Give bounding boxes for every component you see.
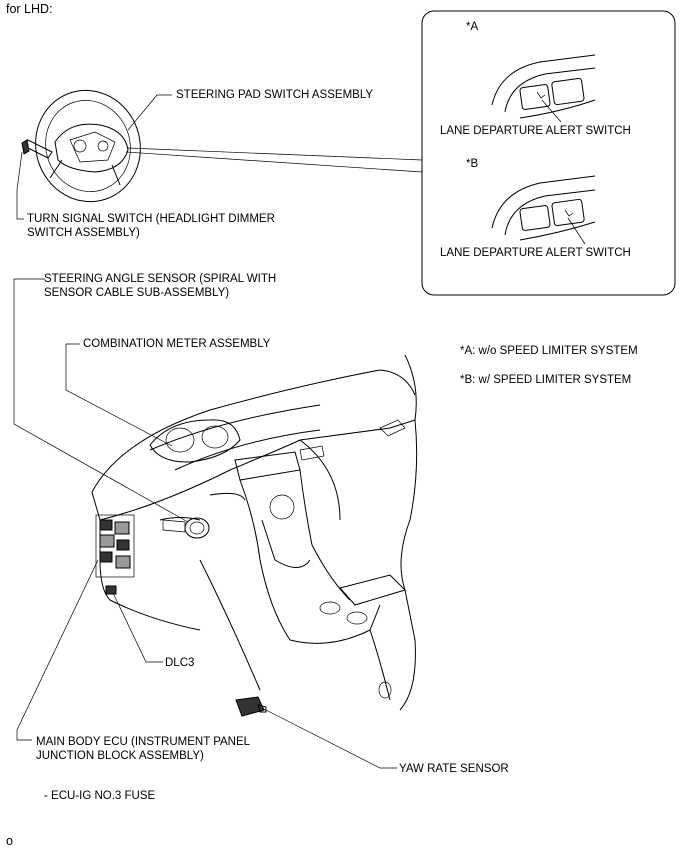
leader-main-body-ecu <box>16 559 99 741</box>
label-dlc3: DLC3 <box>165 657 195 669</box>
steering-wheel-illustration <box>21 89 141 203</box>
note-a: *A: w/o SPEED LIMITER SYSTEM <box>460 345 638 357</box>
dashboard-illustration <box>91 354 418 711</box>
leader-dlc3 <box>112 592 163 663</box>
junction-block-illustration <box>95 514 135 595</box>
label-steering-pad-switch: STEERING PAD SWITCH ASSEMBLY <box>176 89 374 101</box>
inset-b-marker: *B <box>466 158 479 170</box>
label-main-body-ecu-line1: MAIN BODY ECU (INSTRUMENT PANEL <box>36 736 251 748</box>
inset-box <box>421 10 676 296</box>
label-lane-departure-a: LANE DEPARTURE ALERT SWITCH <box>440 125 631 137</box>
leader-steering-pad <box>127 94 172 131</box>
leader-steering-angle <box>13 278 189 523</box>
inset-a-marker: *A <box>466 21 479 33</box>
label-main-body-ecu-line2: JUNCTION BLOCK ASSEMBLY) <box>36 750 204 762</box>
leader-turn-signal <box>16 151 24 220</box>
note-b: *B: w/ SPEED LIMITER SYSTEM <box>460 374 632 386</box>
label-turn-signal-line1: TURN SIGNAL SWITCH (HEADLIGHT DIMMER <box>27 213 275 225</box>
footer-mark: o <box>6 834 13 848</box>
label-steering-angle-line2: SENSOR CABLE SUB-ASSEMBLY) <box>44 287 230 299</box>
inset-a-switch-illustration <box>491 54 596 123</box>
label-lane-departure-b: LANE DEPARTURE ALERT SWITCH <box>440 247 631 259</box>
yaw-rate-sensor-illustration <box>235 696 267 717</box>
label-yaw-rate-sensor: YAW RATE SENSOR <box>399 763 509 775</box>
inset-b-switch-illustration <box>491 175 596 245</box>
label-ecu-ig-fuse: - ECU-IG NO.3 FUSE <box>44 790 156 802</box>
label-combination-meter: COMBINATION METER ASSEMBLY <box>83 338 271 350</box>
leader-combination-meter <box>65 343 173 447</box>
leader-to-inset-bottom <box>125 151 423 173</box>
leader-to-inset-top <box>127 147 423 161</box>
label-steering-angle-line1: STEERING ANGLE SENSOR (SPIRAL WITH <box>44 273 277 285</box>
leader-yaw-rate <box>261 707 397 769</box>
label-turn-signal-line2: SWITCH ASSEMBLY) <box>27 227 140 239</box>
page-header: for LHD: <box>6 2 53 16</box>
